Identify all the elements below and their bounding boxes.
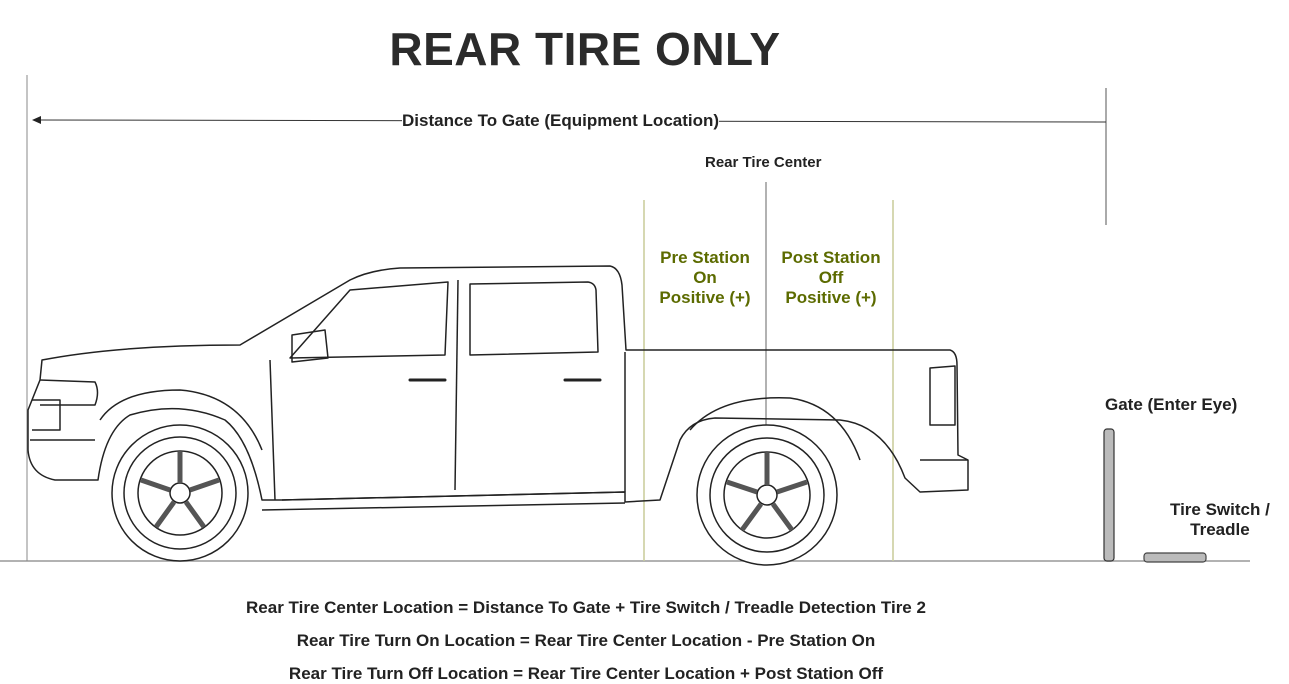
pre-station-line1: Pre Station (660, 248, 750, 267)
treadle-line2: Treadle (1190, 520, 1250, 539)
treadle-switch (1143, 552, 1207, 563)
formula-rear-tire-center: Rear Tire Center Location = Distance To … (246, 598, 926, 617)
formula-turn-off: Rear Tire Turn Off Location = Rear Tire … (288, 664, 884, 683)
post-station-line3: Positive (+) (785, 288, 877, 307)
distance-to-gate-label: Distance To Gate (Equipment Location) (402, 111, 720, 131)
post-station-label: Post Station Off Positive (+) (768, 248, 894, 308)
formula-turn-on: Rear Tire Turn On Location = Rear Tire C… (296, 631, 876, 650)
treadle-label: Tire Switch / Treadle (1170, 500, 1270, 540)
page-title: REAR TIRE ONLY (389, 23, 781, 75)
post-station-line2: Off (818, 268, 844, 287)
pre-station-line2: On (693, 268, 717, 287)
post-station-line1: Post Station (781, 248, 881, 267)
front-wheel (111, 424, 249, 562)
gate-label: Gate (Enter Eye) (1105, 395, 1238, 414)
treadle-line1: Tire Switch / (1170, 500, 1270, 519)
truck-illustration (27, 265, 969, 511)
pre-station-line3: Positive (+) (659, 288, 751, 307)
rear-wheel (696, 424, 838, 566)
pre-station-label: Pre Station On Positive (+) (646, 248, 764, 308)
gate-post (1103, 428, 1115, 562)
rear-tire-center-label: Rear Tire Center (705, 154, 822, 171)
